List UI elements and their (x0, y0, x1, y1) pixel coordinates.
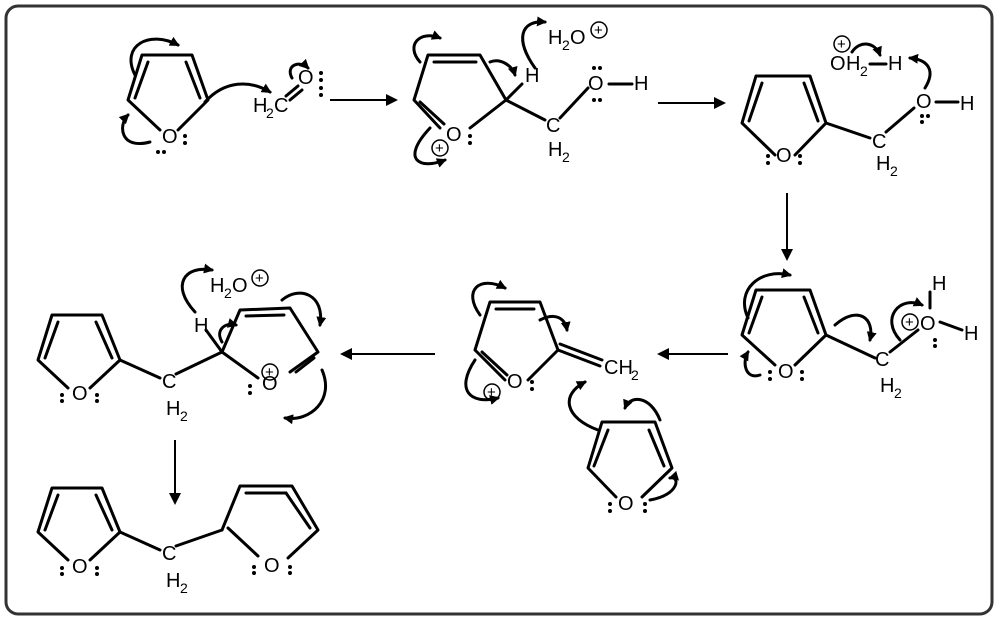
second-furan: O (586, 420, 674, 515)
svg-text:C: C (872, 131, 886, 153)
svg-text:2: 2 (180, 408, 188, 424)
exomethylene-cation: O + CH 2 (473, 300, 639, 401)
svg-text:2: 2 (180, 580, 188, 596)
svg-text:+: + (487, 384, 496, 401)
hydronium-2: + O H 2 H (830, 35, 902, 79)
svg-text:H: H (194, 315, 208, 337)
difurylmethane: O C H 2 O (36, 484, 320, 596)
svg-text:H: H (166, 570, 180, 592)
svg-text:2: 2 (562, 37, 570, 53)
svg-text:2: 2 (860, 63, 868, 79)
svg-text:+: + (594, 22, 603, 39)
svg-text:H: H (166, 398, 180, 420)
protonated-furfuryl-alcohol: O C H 2 O + H H (740, 273, 978, 401)
svg-text:O: O (618, 493, 634, 515)
furfuryl-alcohol: O C H 2 O H (740, 74, 974, 179)
hydronium: H 2 O + (548, 21, 608, 53)
svg-text:H: H (548, 27, 562, 49)
svg-text:H: H (846, 53, 860, 75)
svg-text:O: O (830, 53, 846, 75)
svg-text:+: + (837, 36, 846, 53)
svg-text:C: C (274, 95, 288, 117)
hydronium-3: H 2 O + (210, 269, 269, 301)
svg-text:2: 2 (890, 163, 898, 179)
svg-text:2: 2 (631, 367, 639, 383)
svg-text:O: O (72, 383, 88, 405)
svg-text:+: + (435, 140, 444, 157)
svg-text:H: H (880, 375, 894, 397)
svg-text:+: + (265, 364, 274, 381)
svg-text:2: 2 (224, 285, 232, 301)
svg-text:2: 2 (562, 149, 570, 165)
oxocarbenium-adduct: O + H C H 2 O H (412, 53, 648, 165)
svg-text:H: H (932, 273, 946, 295)
svg-text:2: 2 (894, 385, 902, 401)
svg-text:H: H (876, 153, 890, 175)
svg-text:O: O (446, 124, 462, 146)
svg-text:O: O (72, 556, 88, 578)
svg-text:O: O (588, 73, 604, 95)
svg-text:O: O (570, 27, 586, 49)
svg-text:H: H (960, 93, 974, 115)
svg-text:O: O (776, 145, 792, 167)
formaldehyde-carbon: H (253, 95, 267, 117)
svg-text:CH: CH (604, 357, 633, 379)
furan-1: O (126, 53, 210, 154)
svg-text:+: + (905, 314, 914, 331)
svg-text:H: H (888, 53, 902, 75)
svg-text:C: C (546, 115, 560, 137)
svg-text:O: O (778, 361, 794, 383)
svg-text:H: H (210, 275, 224, 297)
formaldehyde: H 2 C O (253, 58, 323, 121)
furan-1-oxygen: O (162, 126, 178, 148)
dimer-cation: O C H 2 O + H (36, 306, 320, 424)
svg-text:O: O (916, 91, 932, 113)
formaldehyde-oxygen: O (298, 67, 314, 89)
diagram-frame (4, 4, 994, 616)
svg-text:H: H (634, 73, 648, 95)
svg-text:C: C (162, 371, 176, 393)
svg-text:H: H (964, 323, 978, 345)
svg-text:+: + (255, 270, 264, 287)
svg-text:H: H (548, 139, 562, 161)
svg-text:O: O (264, 555, 280, 577)
svg-text:O: O (920, 313, 936, 335)
svg-text:2: 2 (266, 105, 274, 121)
svg-text:O: O (232, 275, 248, 297)
svg-text:C: C (162, 543, 176, 565)
svg-text:C: C (875, 349, 889, 371)
svg-text:H: H (525, 65, 539, 87)
svg-text:O: O (507, 371, 523, 393)
